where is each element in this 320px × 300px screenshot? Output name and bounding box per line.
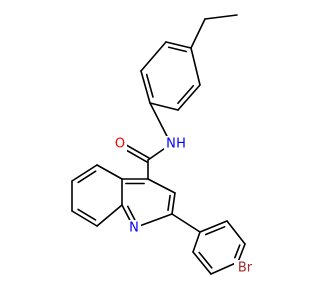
amide-hydrogen-label: H (176, 137, 186, 152)
bond-r6-r1 (190, 47, 201, 86)
bond-p5-p6 (192, 251, 212, 275)
bond-p1-p2 (199, 220, 228, 233)
bond-q2-p1 (171, 213, 201, 233)
bond-q4a-b5 (96, 164, 123, 180)
bond-N1-q8a-inner (126, 205, 137, 224)
bond-b8-q8a (96, 204, 123, 227)
bond-p6-p1 (192, 231, 201, 253)
bond-b5-b6 (71, 164, 98, 182)
bond-e1-r1 (190, 18, 206, 49)
bond-r3-r4-inner (145, 73, 154, 98)
bond-r5-r6 (177, 84, 201, 111)
bond-r2-r3 (140, 41, 167, 72)
atom-oxygen: O (113, 136, 127, 152)
bond-p4-p5 (210, 261, 239, 275)
bond-layer (71, 14, 246, 275)
bond-p2-p3 (226, 220, 246, 245)
bond-p5-p6-inner (198, 251, 213, 269)
atom-bromine: Br (234, 260, 256, 276)
bond-b5-b6-inner (77, 170, 97, 184)
oxygen-label: O (115, 137, 125, 152)
bond-r4-r5 (149, 102, 179, 111)
bond-e2-e1 (204, 14, 238, 20)
bond-p3-p4 (237, 243, 246, 263)
bond-r5-r6-inner (177, 84, 195, 105)
bond-b7-b8 (71, 210, 98, 227)
bond-r1-r2 (165, 41, 192, 49)
ring-nitrogen-label: N (129, 221, 139, 236)
bond-q3-q2 (171, 192, 176, 215)
atom-amide-nitrogen: N H (164, 136, 186, 164)
atom-ring-nitrogen: N (127, 220, 141, 236)
amide-nitrogen-label: N (166, 137, 176, 152)
bond-r3-r4 (140, 70, 151, 104)
bond-r1-r2-inner (167, 46, 187, 53)
bond-q3-q2-inner (167, 194, 171, 212)
bromine-label: Br (238, 261, 253, 276)
bond-b7-b8-inner (77, 208, 97, 221)
molecule-diagram: O N H N Br (71, 14, 256, 276)
bond-q4-q3 (147, 178, 176, 194)
bond-p3-p4-inner (234, 244, 241, 259)
bond-p1-p2-inner (204, 226, 226, 236)
